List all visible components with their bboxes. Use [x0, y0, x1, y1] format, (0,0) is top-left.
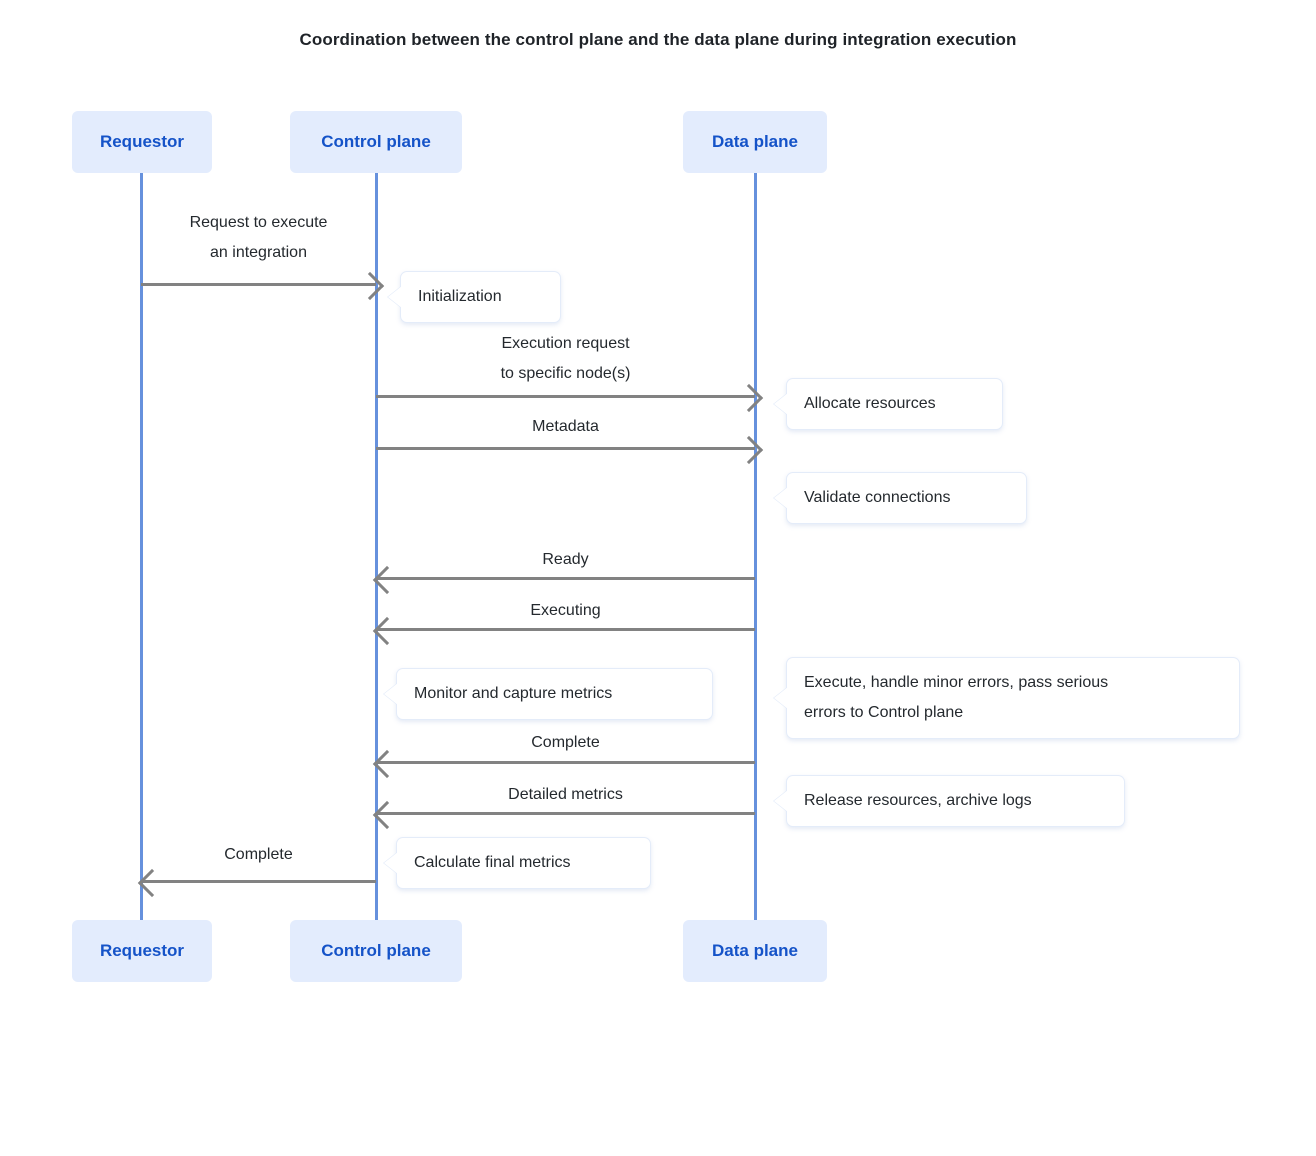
message-line-ready: [376, 577, 755, 580]
message-label-complete-to-requestor: Complete: [224, 846, 293, 863]
participant-label: Data plane: [712, 132, 798, 151]
message-label-detailed-metrics: Detailed metrics: [508, 786, 623, 803]
message-line-metadata: [376, 447, 755, 450]
note-text: Calculate final metrics: [414, 854, 571, 871]
message-line-complete-to-control: [376, 761, 755, 764]
note-validate-connections[interactable]: Validate connections: [774, 472, 1027, 524]
message-line-detailed-metrics: [376, 812, 755, 815]
lifeline-data-plane: [754, 173, 757, 920]
note-tail-icon: [774, 487, 788, 509]
message-line-complete-to-requestor: [141, 880, 376, 883]
note-tail-icon: [774, 687, 788, 709]
note-tail-icon: [774, 790, 788, 812]
message-line-executing: [376, 628, 755, 631]
note-tail-icon: [388, 286, 402, 308]
note-text: Execute, handle minor errors, pass serio…: [804, 674, 1109, 721]
participant-label: Requestor: [99, 941, 185, 960]
message-label-execution-request: Execution request to specific node(s): [500, 335, 631, 382]
participant-top-control-plane[interactable]: Control plane: [290, 111, 462, 173]
message-line-request-to-execute: [141, 283, 376, 286]
message-line-execution-request: [376, 395, 755, 398]
note-release-resources[interactable]: Release resources, archive logs: [774, 775, 1125, 827]
message-label-metadata: Metadata: [532, 418, 599, 435]
participant-bottom-requestor[interactable]: Requestor: [72, 920, 212, 982]
note-monitor-and-capture-metrics[interactable]: Monitor and capture metrics: [384, 668, 713, 720]
page-title: Coordination between the control plane a…: [299, 30, 1017, 49]
note-text: Allocate resources: [804, 395, 936, 412]
note-text: Monitor and capture metrics: [414, 685, 613, 702]
note-allocate-resources[interactable]: Allocate resources: [774, 378, 1003, 430]
participant-top-data-plane[interactable]: Data plane: [683, 111, 827, 173]
participant-bottom-control-plane[interactable]: Control plane: [290, 920, 462, 982]
message-label-request-to-execute: Request to execute an integration: [189, 214, 328, 261]
note-tail-icon: [384, 683, 398, 705]
message-label-complete-to-control: Complete: [531, 734, 600, 751]
note-text: Release resources, archive logs: [804, 792, 1032, 809]
note-execute-handle-errors[interactable]: Execute, handle minor errors, pass serio…: [774, 657, 1240, 739]
participant-label: Requestor: [99, 132, 185, 151]
message-label-ready: Ready: [542, 551, 589, 568]
note-tail-icon: [384, 852, 398, 874]
note-calculate-final-metrics[interactable]: Calculate final metrics: [384, 837, 651, 889]
participant-label: Control plane: [321, 132, 431, 151]
arrowhead-right-icon: [355, 271, 385, 301]
note-tail-icon: [774, 393, 788, 415]
message-label-executing: Executing: [530, 602, 601, 619]
lifeline-control-plane: [375, 173, 378, 920]
participant-label: Data plane: [712, 941, 798, 960]
participant-bottom-data-plane[interactable]: Data plane: [683, 920, 827, 982]
note-text: Initialization: [418, 288, 502, 305]
participant-top-requestor[interactable]: Requestor: [72, 111, 212, 173]
participant-label: Control plane: [321, 941, 431, 960]
note-text: Validate connections: [804, 489, 951, 506]
lifeline-requestor: [140, 173, 143, 920]
note-initialization[interactable]: Initialization: [388, 271, 561, 323]
